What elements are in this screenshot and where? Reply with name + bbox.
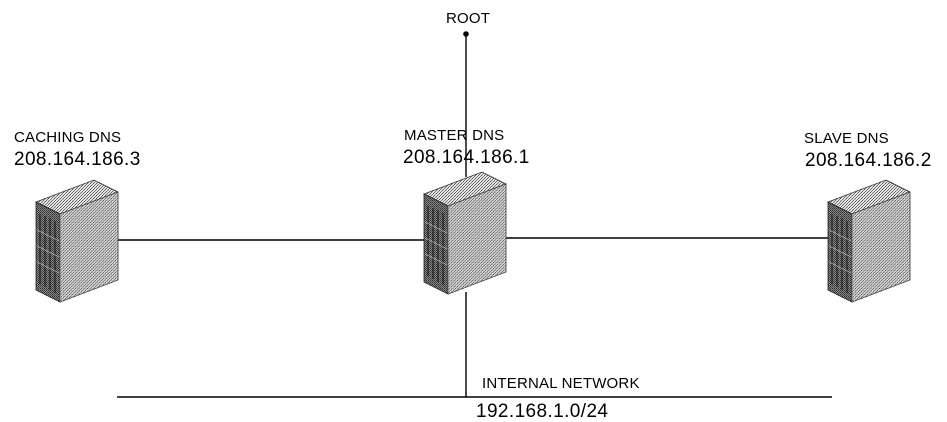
master-dns-server-icon xyxy=(423,171,507,295)
master-dns-role: MASTER DNS xyxy=(404,127,505,144)
internal-network-label: INTERNAL NETWORK xyxy=(482,375,640,392)
caching-dns-ip: 208.164.186.3 xyxy=(14,149,141,170)
root-label: ROOT xyxy=(446,10,491,27)
internal-network-subnet: 192.168.1.0/24 xyxy=(476,401,609,422)
slave-dns-server-icon xyxy=(827,179,911,303)
master-dns-ip: 208.164.186.1 xyxy=(403,147,530,168)
caching-dns-server-icon xyxy=(35,179,119,303)
caching-dns-role: CACHING DNS xyxy=(14,129,122,146)
slave-dns-role: SLAVE DNS xyxy=(804,130,889,147)
slave-dns-ip: 208.164.186.2 xyxy=(805,150,932,171)
connection-lines xyxy=(112,34,832,398)
root-node-dot xyxy=(463,31,469,37)
